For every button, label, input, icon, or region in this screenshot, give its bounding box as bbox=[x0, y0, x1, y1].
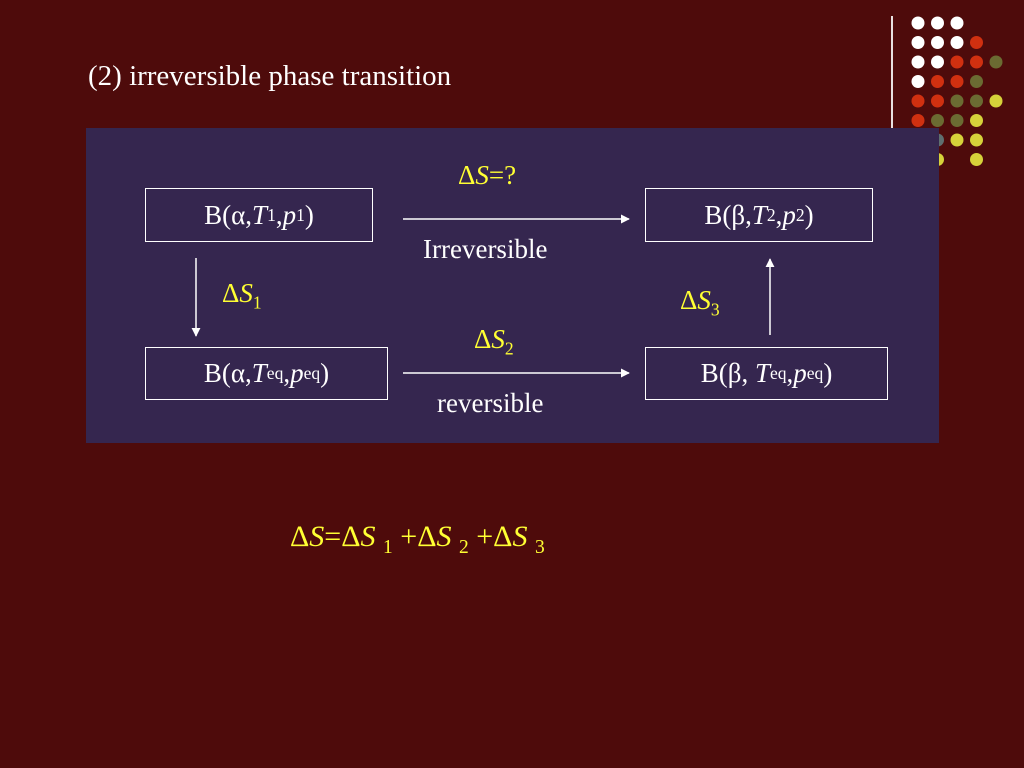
delta-symbol: Δ bbox=[474, 324, 492, 354]
entropy-symbol: S bbox=[239, 278, 253, 308]
pressure-symbol: p bbox=[290, 358, 304, 388]
phase-symbol: α bbox=[230, 358, 246, 388]
decorative-dot bbox=[911, 36, 925, 49]
temperature-symbol: T bbox=[251, 358, 267, 388]
slide-title: (2) irreversible phase transition bbox=[88, 60, 452, 92]
pressure-symbol: p bbox=[793, 358, 807, 388]
decorative-dot bbox=[970, 36, 983, 49]
pressure-subscript: 1 bbox=[296, 204, 305, 225]
pressure-subscript: 2 bbox=[795, 204, 805, 225]
delta-symbol: Δ bbox=[458, 160, 476, 190]
temperature-symbol: T bbox=[751, 199, 767, 230]
entropy-subscript: 1 bbox=[252, 292, 262, 313]
box-close: ) bbox=[320, 358, 330, 388]
decorative-dot bbox=[950, 75, 964, 88]
entropy-symbol: S bbox=[309, 520, 325, 553]
temperature-superscript: eq bbox=[769, 363, 787, 383]
decorative-dot bbox=[989, 94, 1003, 108]
entropy-symbol: S bbox=[360, 520, 376, 553]
decorative-dot bbox=[931, 75, 944, 88]
decorative-dot bbox=[970, 94, 983, 108]
decorative-dot bbox=[950, 114, 964, 127]
decorative-dot bbox=[989, 55, 1003, 69]
box-prefix: B( bbox=[203, 358, 231, 388]
unknown-marker: =? bbox=[488, 160, 517, 190]
temperature-subscript: 2 bbox=[766, 204, 776, 225]
box-separator bbox=[748, 358, 755, 389]
decorative-dot bbox=[970, 55, 983, 69]
temperature-symbol: T bbox=[252, 199, 268, 230]
decorative-dot bbox=[931, 36, 944, 49]
decorative-dot bbox=[970, 75, 983, 88]
entropy-symbol: S bbox=[697, 285, 711, 315]
box-close: ) bbox=[304, 199, 314, 230]
decorative-dot-grid bbox=[911, 16, 1003, 166]
label-delta-s-unknown: ΔS=? bbox=[458, 160, 516, 191]
phase-symbol: β bbox=[727, 358, 742, 388]
decorative-dot bbox=[950, 36, 964, 49]
decorative-dot bbox=[970, 153, 983, 166]
decorative-dot bbox=[970, 114, 983, 127]
decorative-dot bbox=[950, 94, 964, 108]
decorative-dot bbox=[950, 55, 964, 69]
entropy-subscript: 1 bbox=[383, 537, 393, 558]
decorative-dot bbox=[911, 114, 925, 127]
phase-symbol: α bbox=[231, 199, 246, 230]
label-delta-s3: ΔS3 bbox=[680, 285, 720, 320]
entropy-subscript: 3 bbox=[710, 299, 720, 320]
entropy-symbol: S bbox=[512, 520, 528, 553]
entropy-symbol: S bbox=[475, 160, 489, 190]
box-close: ) bbox=[823, 358, 833, 388]
box-prefix: B( bbox=[704, 199, 732, 230]
temperature-symbol: T bbox=[754, 358, 770, 388]
label-reversible: reversible bbox=[437, 388, 544, 418]
temperature-superscript: eq bbox=[266, 363, 284, 383]
pressure-superscript: eq bbox=[806, 363, 824, 383]
entropy-subscript: 2 bbox=[458, 537, 469, 558]
box-close: ) bbox=[804, 199, 814, 230]
decorative-dot bbox=[911, 16, 925, 30]
box-prefix: B( bbox=[204, 199, 232, 230]
temperature-subscript: 1 bbox=[267, 204, 276, 225]
delta-symbol: Δ bbox=[493, 520, 513, 553]
entropy-subscript: 3 bbox=[534, 537, 545, 558]
pressure-symbol: p bbox=[782, 199, 796, 230]
decorative-dot bbox=[950, 16, 964, 30]
entropy-symbol: S bbox=[491, 324, 505, 354]
equals-sign: = bbox=[324, 520, 342, 553]
pressure-superscript: eq bbox=[303, 363, 321, 383]
decorative-dot bbox=[950, 133, 964, 147]
decorative-dot bbox=[911, 94, 925, 108]
delta-symbol: Δ bbox=[222, 278, 240, 308]
phase-symbol: β bbox=[731, 199, 746, 230]
diagram-panel bbox=[86, 128, 939, 443]
decorative-dot bbox=[931, 16, 944, 30]
decorative-dot bbox=[931, 94, 944, 108]
plus-sign: + bbox=[476, 520, 494, 553]
decorative-divider bbox=[891, 16, 893, 188]
plus-sign: + bbox=[400, 520, 418, 553]
decorative-dot bbox=[911, 55, 925, 69]
delta-symbol: Δ bbox=[290, 520, 310, 553]
label-irreversible: Irreversible bbox=[423, 234, 548, 264]
delta-symbol: Δ bbox=[417, 520, 437, 553]
box-prefix: B( bbox=[700, 358, 728, 388]
entropy-sum-equation: ΔS=ΔS 1 +ΔS 2 +ΔS 3 bbox=[290, 520, 545, 559]
label-delta-s2: ΔS2 bbox=[474, 324, 514, 359]
decorative-dot bbox=[911, 75, 925, 88]
pressure-symbol: p bbox=[282, 199, 297, 230]
delta-symbol: Δ bbox=[341, 520, 361, 553]
label-delta-s1: ΔS1 bbox=[222, 278, 262, 313]
delta-symbol: Δ bbox=[680, 285, 698, 315]
entropy-symbol: S bbox=[436, 520, 452, 553]
decorative-dot bbox=[970, 133, 983, 147]
decorative-dot bbox=[931, 114, 944, 127]
entropy-subscript: 2 bbox=[504, 338, 514, 359]
decorative-dot bbox=[931, 55, 944, 69]
